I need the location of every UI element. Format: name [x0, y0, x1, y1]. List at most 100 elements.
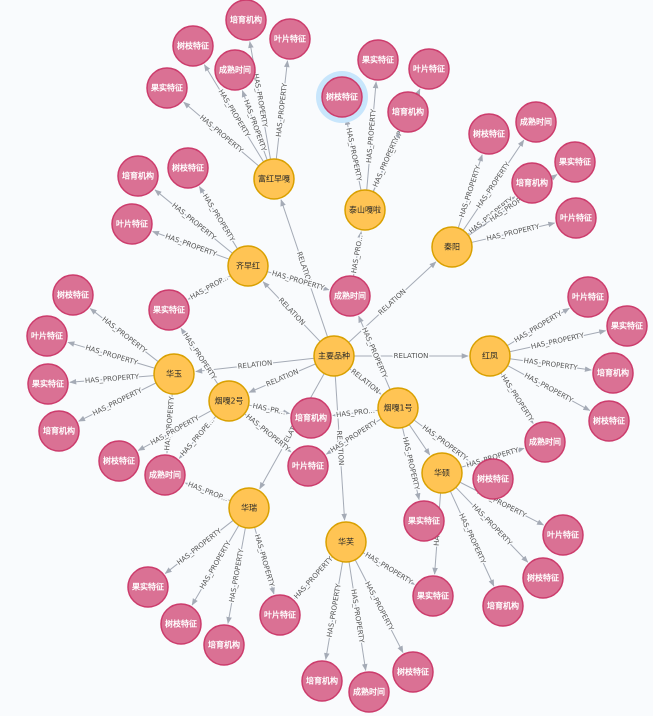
node-circle[interactable]	[468, 113, 510, 155]
variety-node[interactable]: 华芙	[325, 521, 367, 563]
property-node[interactable]: 果实特征	[554, 141, 596, 183]
relationship-edge[interactable]: HAS_PROPERTY	[251, 527, 277, 595]
edge-line[interactable]	[183, 101, 260, 167]
node-circle[interactable]	[172, 25, 214, 67]
node-circle[interactable]	[52, 274, 94, 316]
node-circle[interactable]	[606, 305, 648, 347]
edge-line[interactable]	[349, 368, 382, 395]
relationship-edge[interactable]: HAS_PROPERTY	[325, 417, 382, 456]
node-circle[interactable]	[554, 141, 596, 183]
property-node[interactable]: 果实特征	[148, 289, 190, 331]
variety-node[interactable]: 华瑞	[228, 487, 270, 529]
node-circle[interactable]	[387, 91, 429, 133]
node-circle[interactable]	[259, 594, 301, 636]
node-circle[interactable]	[408, 48, 450, 90]
node-circle[interactable]	[588, 400, 630, 442]
edge-line[interactable]	[467, 196, 516, 235]
edge-line[interactable]	[324, 561, 344, 661]
property-node[interactable]: 树枝特征	[588, 400, 630, 442]
node-circle[interactable]	[148, 289, 190, 331]
property-node[interactable]: 成熟时间	[515, 101, 557, 143]
edge-line[interactable]	[180, 327, 219, 385]
property-node[interactable]: 叶片特征	[111, 203, 153, 245]
property-node[interactable]: 培育机构	[117, 155, 159, 197]
property-node[interactable]: 果实特征	[412, 575, 454, 617]
relationship-edge[interactable]: HAS_PROPERTY	[69, 371, 155, 387]
node-circle[interactable]	[167, 147, 209, 189]
node-circle[interactable]	[321, 76, 363, 118]
edge-line[interactable]	[500, 372, 534, 425]
edge-line[interactable]	[344, 117, 362, 191]
node-circle[interactable]	[522, 557, 564, 599]
edge-line[interactable]	[366, 81, 379, 191]
relationship-edge[interactable]: HAS_PROPERTY	[273, 60, 291, 160]
edge-line[interactable]	[241, 90, 268, 161]
node-circle[interactable]	[38, 410, 80, 452]
edge-line[interactable]	[509, 358, 592, 372]
edge-line[interactable]	[462, 139, 525, 231]
edge-line[interactable]	[401, 427, 421, 501]
node-circle[interactable]	[153, 353, 195, 395]
relationship-edge[interactable]: RELATION	[333, 375, 347, 521]
property-node[interactable]: 叶片特征	[287, 445, 329, 487]
edge-line[interactable]	[254, 527, 275, 595]
node-circle[interactable]	[117, 155, 159, 197]
edge-line[interactable]	[78, 382, 157, 422]
edge-line[interactable]	[137, 410, 212, 451]
edge-line[interactable]	[509, 329, 607, 353]
property-node[interactable]: 成熟时间	[348, 671, 390, 713]
property-node[interactable]: 培育机构	[511, 162, 553, 204]
edge-line[interactable]	[455, 487, 529, 563]
edge-line[interactable]	[69, 375, 155, 385]
relationship-edge[interactable]: HAS_PROPERTY	[324, 561, 344, 661]
edge-line[interactable]	[325, 418, 382, 455]
property-node[interactable]: 果实特征	[357, 39, 399, 81]
relationship-edge[interactable]: HAS_PROPERTY	[370, 131, 402, 192]
node-circle[interactable]	[567, 276, 609, 318]
node-circle[interactable]	[403, 500, 445, 542]
relationship-edge[interactable]: HAS_PRO...	[349, 230, 366, 277]
property-node[interactable]: 叶片特征	[567, 276, 609, 318]
edge-line[interactable]	[461, 447, 525, 468]
property-node[interactable]: 成熟时间	[144, 454, 186, 496]
relationship-edge[interactable]: HAS_PROPERTY	[348, 561, 368, 671]
property-node[interactable]: 树枝特征	[392, 651, 434, 693]
variety-node[interactable]: 主要品种	[313, 335, 355, 377]
edge-line[interactable]	[191, 525, 240, 606]
property-node[interactable]: 树枝特征	[160, 603, 202, 645]
edge-line[interactable]	[89, 308, 159, 363]
edge-line[interactable]	[332, 409, 379, 418]
property-node[interactable]: 树枝特征	[316, 71, 368, 123]
node-circle[interactable]	[592, 352, 634, 394]
node-circle[interactable]	[214, 49, 256, 91]
edge-line[interactable]	[372, 131, 400, 192]
node-circle[interactable]	[515, 101, 557, 143]
edge-line[interactable]	[275, 60, 290, 160]
property-node[interactable]: 树枝特征	[98, 440, 140, 482]
relationship-edge[interactable]	[408, 424, 431, 456]
node-circle[interactable]	[431, 226, 473, 268]
edge-line[interactable]	[413, 419, 476, 467]
relationship-edge[interactable]: HAS_PROPERTY	[162, 393, 178, 454]
edge-line[interactable]	[178, 415, 217, 459]
property-node[interactable]: 叶片特征	[408, 48, 450, 90]
node-circle[interactable]	[228, 487, 270, 529]
edge-line[interactable]	[248, 404, 291, 415]
relationship-edge[interactable]: HAS_PROPERTY	[78, 382, 157, 422]
edge-line[interactable]	[259, 373, 325, 490]
relationship-edge[interactable]: HAS_PROPERTY	[343, 117, 365, 191]
property-node[interactable]: 果实特征	[606, 305, 648, 347]
relationship-edge[interactable]: HAS_PRO...	[332, 405, 379, 421]
node-circle[interactable]	[421, 452, 463, 494]
property-node[interactable]: 叶片特征	[542, 514, 584, 556]
relationship-edge[interactable]: RELATION	[348, 366, 383, 397]
node-circle[interactable]	[144, 454, 186, 496]
node-circle[interactable]	[253, 158, 295, 200]
property-node[interactable]: 果实特征	[27, 363, 69, 405]
relationship-edge[interactable]: HAS_PROPERTY	[456, 154, 484, 229]
variety-node[interactable]: 烟嘎1号	[377, 387, 419, 429]
property-node[interactable]: 树枝特征	[172, 25, 214, 67]
property-node[interactable]: 培育机构	[203, 624, 245, 666]
property-node[interactable]: 树枝特征	[522, 557, 564, 599]
